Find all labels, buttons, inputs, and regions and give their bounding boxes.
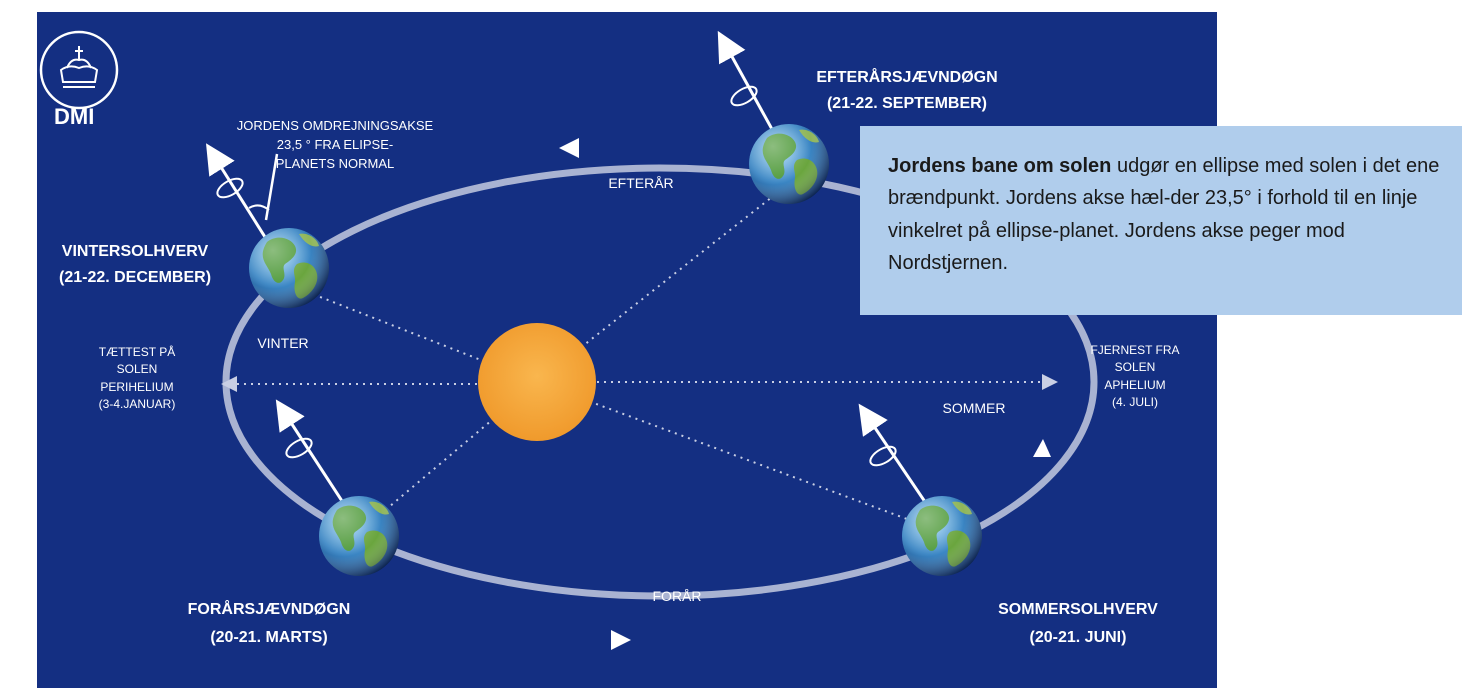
info-box: Jordens bane om solen udgør en ellipse m… xyxy=(860,126,1462,315)
crown-icon xyxy=(39,30,119,110)
autumn-equinox-label: EFTERÅRSJÆVNDØGN (21-22. SEPTEMBER) xyxy=(797,68,1017,114)
logo-text: DMI xyxy=(54,104,95,129)
arrow-bottom xyxy=(611,630,631,650)
arrow-top xyxy=(559,138,579,158)
winter-solstice-name: VINTERSOLHVERV xyxy=(61,243,209,260)
axis-note: JORDENS OMDREJNINGSAKSE 23,5 ° FRA ELIPS… xyxy=(205,117,465,174)
info-text: Jordens bane om solen udgør en ellipse m… xyxy=(888,150,1444,280)
arrow-right xyxy=(1033,439,1051,457)
season-spring: FORÅR xyxy=(652,588,702,604)
earth-autumn xyxy=(717,30,829,204)
aphelion-line4: (4. JULI) xyxy=(1111,395,1158,410)
summer-solstice-name: SOMMERSOLHVERV xyxy=(998,601,1158,618)
winter-solstice-label: VINTERSOLHVERV (21-22. DECEMBER) xyxy=(37,242,235,288)
season-autumn: EFTERÅR xyxy=(608,175,674,191)
axis-note-line2: 23,5 ° FRA ELIPSE- xyxy=(276,136,394,152)
perihelion-line1: TÆTTEST PÅ xyxy=(98,345,176,359)
spring-equinox-date: (20-21. MARTS) xyxy=(210,629,328,646)
orbit-direction-arrows xyxy=(559,138,1051,650)
spring-equinox-name: FORÅRSJÆVNDØGN xyxy=(187,601,351,618)
earth-summer xyxy=(858,403,982,576)
summer-solstice-label: SOMMERSOLHVERV (20-21. JUNI) xyxy=(978,600,1178,648)
earth-spring xyxy=(275,399,399,576)
info-body-text: udgør en ellipse med solen i det ene bræ… xyxy=(888,155,1440,275)
spring-equinox-label: FORÅRSJÆVNDØGN (20-21. MARTS) xyxy=(169,600,369,648)
axis-note-line1: JORDENS OMDREJNINGSAKSE xyxy=(236,118,434,133)
perihelion-line2: SOLEN xyxy=(116,362,158,377)
aphelion-label: FJERNEST FRA SOLEN APHELIUM (4. JULI) xyxy=(1075,342,1195,412)
perihelion-line3: PERIHELIUM xyxy=(100,379,174,394)
diagram-panel: DMI JORDENS OMDREJNINGSAKSE 23,5 ° FRA E… xyxy=(37,12,1217,688)
season-summer: SOMMER xyxy=(942,400,1006,416)
orbit-diagram xyxy=(39,30,1098,650)
season-winter: VINTER xyxy=(257,335,309,351)
autumn-equinox-date: (21-22. SEPTEMBER) xyxy=(826,95,988,112)
earth-winter xyxy=(206,143,329,308)
sun xyxy=(478,323,596,441)
perihelion-label: TÆTTEST PÅ SOLEN PERIHELIUM (3-4.JANUAR) xyxy=(77,344,197,414)
winter-solstice-date: (21-22. DECEMBER) xyxy=(58,269,212,286)
summer-solstice-date: (20-21. JUNI) xyxy=(1029,629,1127,646)
axis-note-line3: PLANETS NORMAL xyxy=(275,155,395,171)
perihelion-line4: (3-4.JANUAR) xyxy=(98,397,176,412)
aphelion-line3: APHELIUM xyxy=(1104,377,1166,392)
aphelion-line2: SOLEN xyxy=(1114,360,1156,375)
autumn-equinox-name: EFTERÅRSJÆVNDØGN xyxy=(816,69,998,86)
info-bold-text: Jordens bane om solen xyxy=(888,155,1112,177)
aphelion-line1: FJERNEST FRA xyxy=(1090,343,1180,357)
